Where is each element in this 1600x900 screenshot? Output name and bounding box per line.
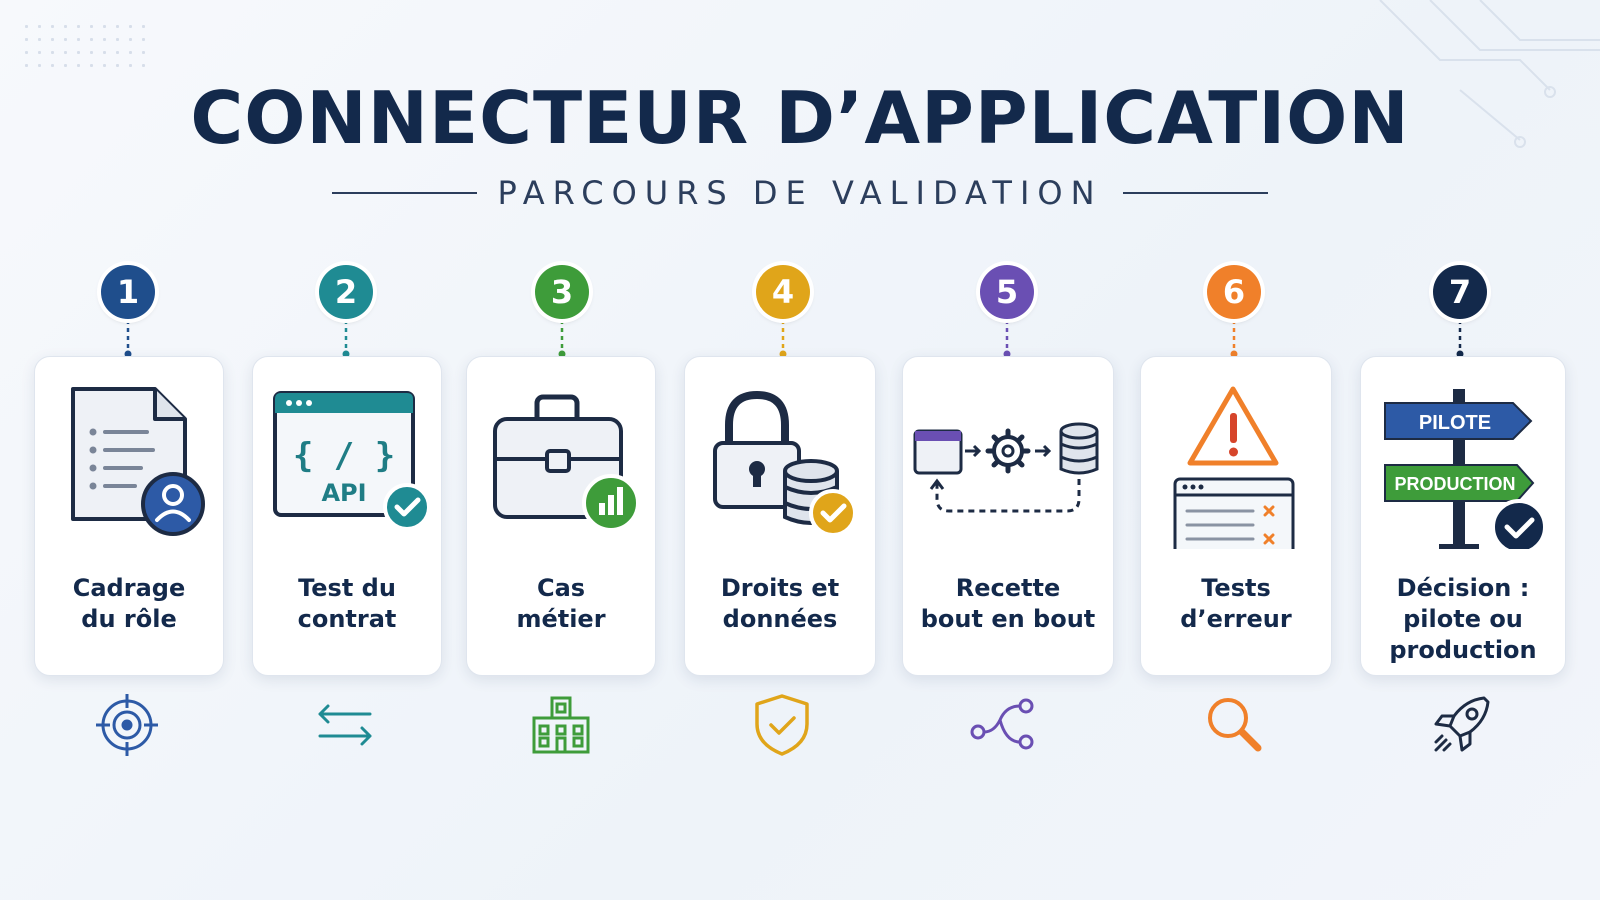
step-label-6: Tests d’erreur xyxy=(1180,574,1292,633)
sign-production-text: PRODUCTION xyxy=(1395,474,1516,494)
document-user-icon xyxy=(71,387,205,536)
step-number-6: 6 xyxy=(1207,265,1261,319)
step-label-4: Droits et données xyxy=(720,574,840,633)
step-number-5: 5 xyxy=(980,265,1034,319)
flow-nodes-icon xyxy=(970,698,1034,750)
subtitle-rule-right xyxy=(1122,192,1268,194)
step-label-5: Recette bout en bout xyxy=(920,574,1096,633)
step-label-7: Décision : pilote ou production xyxy=(1389,574,1537,664)
lock-database-icon xyxy=(713,390,857,537)
page-title: CONNECTEUR D’APPLICATION xyxy=(190,76,1410,160)
arrows-exchange-icon xyxy=(318,704,372,746)
step-card-6: Tests d’erreur xyxy=(1140,356,1332,676)
briefcase-chart-icon xyxy=(493,394,640,532)
step-number-3: 3 xyxy=(535,265,589,319)
shield-check-icon xyxy=(755,694,809,756)
magnifier-icon xyxy=(1208,698,1262,752)
step-card-7: PILOTE PRODUCTION Décision : pilote ou p… xyxy=(1360,356,1566,676)
step-card-5: Recette bout en bout xyxy=(902,356,1114,676)
decorative-dots xyxy=(20,20,150,70)
step-label-2: Test du contrat xyxy=(297,574,397,633)
timeline-connectors xyxy=(124,290,1464,358)
subtitle-row: PARCOURS DE VALIDATION xyxy=(0,174,1600,212)
step-card-3: Cas métier xyxy=(466,356,656,676)
target-icon xyxy=(96,694,158,756)
page-subtitle: PARCOURS DE VALIDATION xyxy=(497,174,1103,212)
step-card-4: Droits et données xyxy=(684,356,876,676)
step-number-2: 2 xyxy=(319,265,373,319)
step-number-4: 4 xyxy=(756,265,810,319)
building-icon xyxy=(532,696,590,754)
step-label-1: Cadrage du rôle xyxy=(72,574,186,633)
sign-pilote-text: PILOTE xyxy=(1419,412,1491,434)
step-card-1: Cadrage du rôle xyxy=(34,356,224,676)
api-window-icon: { / } API xyxy=(273,391,431,531)
rocket-icon xyxy=(1434,696,1490,752)
step-number-7: 7 xyxy=(1433,265,1487,319)
api-icon-text: API xyxy=(321,479,366,507)
step-card-2: { / } API Test du contrat xyxy=(252,356,442,676)
window-gear-database-flow-icon xyxy=(913,422,1099,513)
warning-window-icon xyxy=(1173,386,1295,549)
step-number-1: 1 xyxy=(101,265,155,319)
signpost-icon: PILOTE PRODUCTION xyxy=(1384,389,1547,549)
step-label-3: Cas métier xyxy=(516,574,606,633)
subtitle-rule-left xyxy=(332,192,478,194)
circuit-decoration-icon xyxy=(1379,0,1600,148)
svg-text:{ / }: { / } xyxy=(293,436,395,476)
